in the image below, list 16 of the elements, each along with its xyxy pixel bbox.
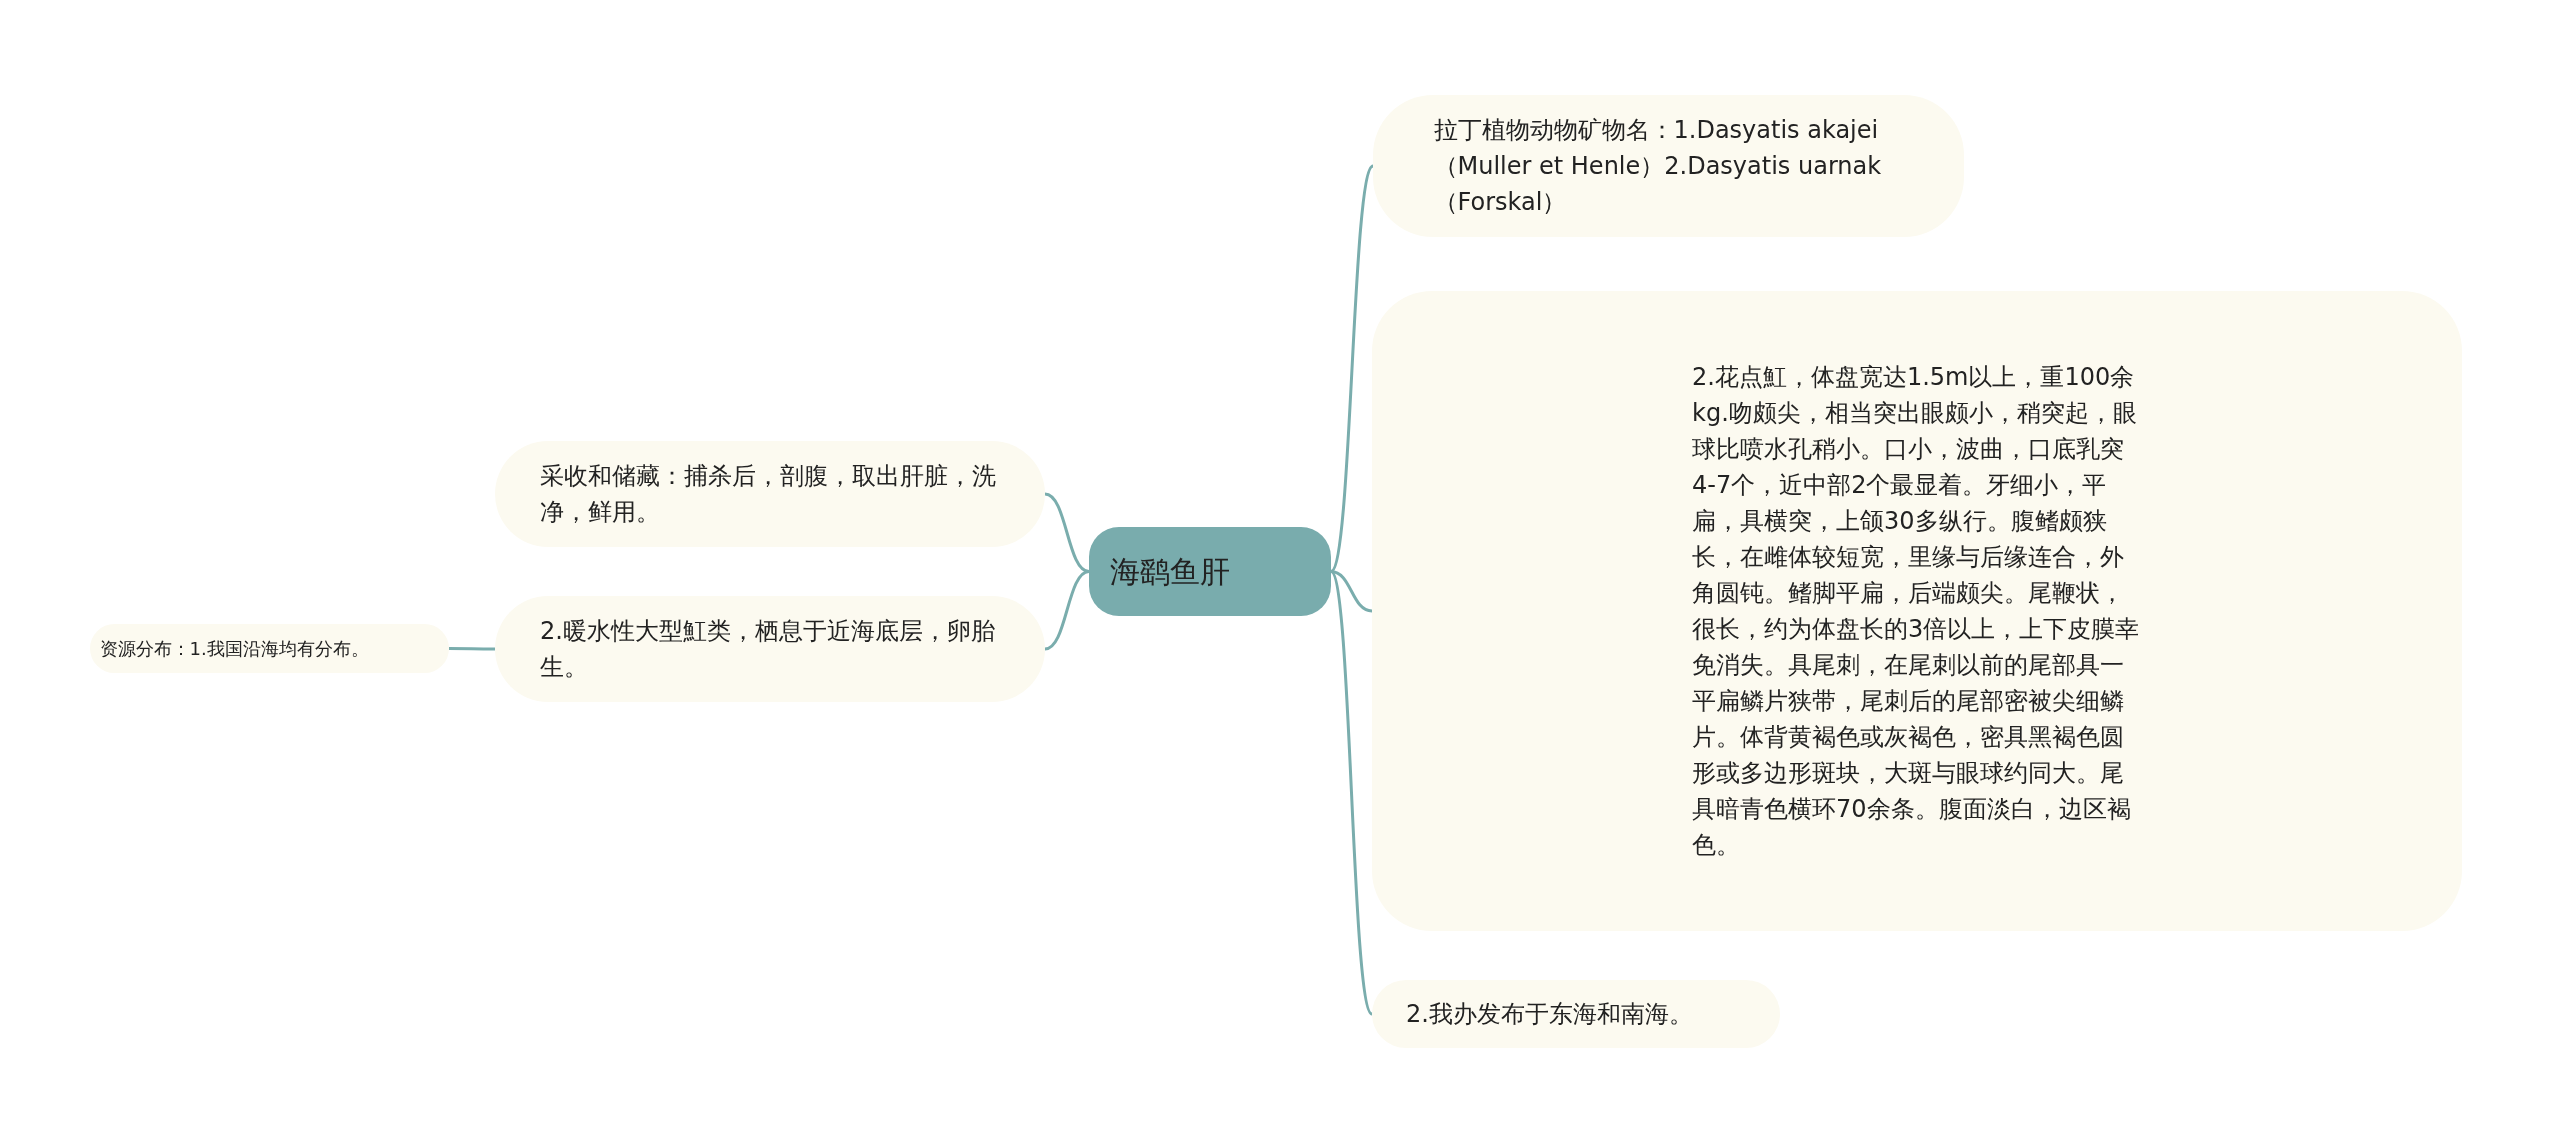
connector-line [1044, 492, 1090, 573]
connector-line [1044, 570, 1090, 651]
topic-text: 采收和储藏：捕杀后，剖腹，取出肝脏，洗净，鲜用。 [540, 461, 997, 528]
topic-text: 拉丁植物动物矿物名：1.Dasyatis akajei（Muller et Henle）2.Dasyatis uarnak（Forskal） [1433, 115, 1883, 218]
topic-text: 2.暖水性大型魟类，栖息于近海底层，卵胎生。 [540, 616, 996, 683]
connector-line [1329, 570, 1374, 1015]
central-topic [1089, 527, 1331, 616]
topic-bubble [1372, 291, 2462, 931]
topic-bubble [90, 624, 449, 673]
connector-line [1330, 570, 1373, 613]
topic-text: 2.我办发布于东海和南海。 [1406, 999, 1694, 1030]
topic-text: 海鹞鱼肝 [1110, 553, 1231, 590]
connector-line [449, 647, 495, 651]
topic-text: 资源分布：1.我国沿海均有分布。 [99, 636, 370, 661]
connector-line [1329, 165, 1375, 573]
topic-text: 2.花点魟，体盘宽达1.5m以上，重100余kg.吻颇尖，相当突出眼颇小，稍突起，眼球比喷水孔稍小。口小，波曲，口底乳突4-7个，近中部2个最显着。牙细小，平扁，具横突，上颌30多纵行。腹鳍颇狭长，在雌体较短宽，里缘与后缘连合，外角圆钝。鳍脚平扁，后端颇尖。尾鞭状，很长，约为体盘长的3倍以上，上下皮膜幸免消失。具尾刺，在尾刺以前的尾部具一平扁鳞片狭带，尾刺后的尾部密被尖细鳞片。体背黄褐色或灰褐色，密具黑褐色圆形或多边形斑块，大斑与眼球约同大。尾具暗青色横环70余条。腹面淡白，边区褐色。 [1692, 362, 2141, 861]
